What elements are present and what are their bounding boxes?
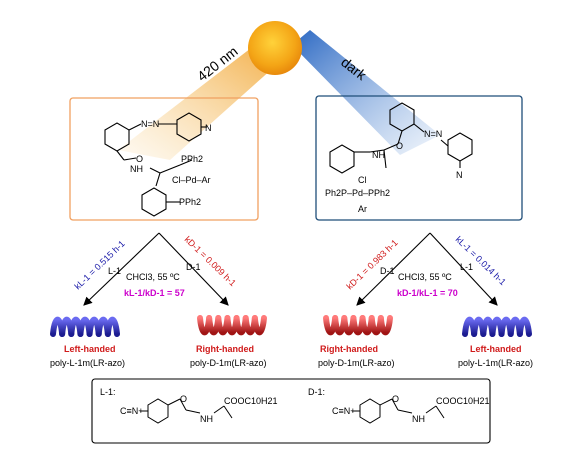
left-amide-label: NH: [130, 164, 143, 174]
right-amine-label: N: [456, 170, 463, 180]
monomer-l-structure: [140, 398, 233, 424]
helix-right-blue: [462, 316, 532, 337]
left-pd-line: Cl–Pd–Ar: [172, 175, 211, 185]
right-ar-label: Ar: [358, 204, 367, 214]
left-ratio: kL-1/kD-1 = 57: [124, 288, 185, 298]
right-complex-box: [315, 95, 523, 221]
right-complex-structure: [329, 102, 473, 174]
right-monomer-l: L-1: [460, 262, 473, 272]
right-product-right-name: poly-L-1m(LR-azo): [458, 358, 533, 368]
right-product-left-sense: Right-handed: [320, 344, 378, 354]
left-amine-label: N: [205, 123, 212, 133]
left-monomer-d: D-1: [186, 262, 201, 272]
right-monomer-d: D-1: [380, 266, 395, 276]
right-rate-l: kL-1 = 0.014 h-1: [454, 234, 508, 287]
monomer-l-isocyanide: C≡N+: [120, 406, 144, 416]
monomer-l-o: O: [180, 394, 187, 404]
right-ratio: kD-1/kL-1 = 70: [397, 288, 458, 298]
monomer-d-ester: COOC10H21: [436, 396, 490, 406]
helix-right-red: [323, 315, 393, 336]
left-ppH2-top: PPh2: [181, 154, 203, 164]
monomer-l-nh: NH: [200, 414, 213, 424]
monomer-d-structure: [352, 398, 445, 424]
left-carbonyl-label: O: [136, 154, 143, 164]
monomer-d-label: D-1:: [308, 387, 325, 397]
helix-turn: [251, 315, 267, 336]
left-complex-box: [69, 97, 259, 221]
right-rate-d: kD-1 = 0.983 h-1: [344, 237, 399, 291]
right-azo-label: N=N: [424, 129, 442, 139]
monomer-box: [91, 378, 491, 444]
left-product-right-name: poly-D-1m(LR-azo): [190, 358, 267, 368]
left-complex-structure: [104, 112, 207, 217]
right-product-left-name: poly-D-1m(LR-azo): [318, 358, 395, 368]
monomer-l-ester: COOC10H21: [224, 396, 278, 406]
helix-group: [50, 315, 532, 337]
left-rate-l: kL-1 = 0.515 h-1: [72, 239, 126, 292]
helix-left-blue: [50, 316, 120, 337]
light-beam: [118, 45, 282, 160]
left-product-right-sense: Right-handed: [196, 344, 254, 354]
helix-turn: [516, 316, 532, 337]
right-conditions: CHCl3, 55 ºC: [398, 272, 452, 282]
right-amide-label: NH: [372, 150, 385, 160]
monomer-l-label: L-1:: [100, 387, 116, 397]
left-azo-label: N=N: [141, 119, 159, 129]
left-product-left-name: poly-L-1m(LR-azo): [50, 358, 125, 368]
helix-turn: [377, 315, 393, 336]
monomer-d-o: O: [392, 394, 399, 404]
left-product-left-sense: Left-handed: [64, 344, 116, 354]
right-product-right-sense: Left-handed: [470, 344, 522, 354]
helix-turn: [104, 316, 120, 337]
right-carbonyl-label: O: [396, 141, 403, 151]
right-arrow-to-left: [356, 232, 431, 306]
dark-beam: [292, 30, 440, 155]
left-arrow-to-right: [158, 232, 229, 306]
left-ppH2-bottom: PPh2: [179, 197, 201, 207]
left-arrow-to-left: [83, 232, 160, 306]
sun-icon: [248, 21, 302, 75]
left-monomer-l: L-1: [108, 266, 121, 276]
right-arrow-to-right: [429, 232, 498, 306]
left-conditions: CHCl3, 55 ºC: [126, 272, 180, 282]
monomer-d-nh: NH: [412, 414, 425, 424]
right-pd-line: Ph2P–Pd–PPh2: [325, 188, 390, 198]
helix-left-red: [197, 315, 267, 336]
monomer-d-isocyanide: C≡N+: [332, 406, 356, 416]
right-cl-label: Cl: [358, 175, 367, 185]
